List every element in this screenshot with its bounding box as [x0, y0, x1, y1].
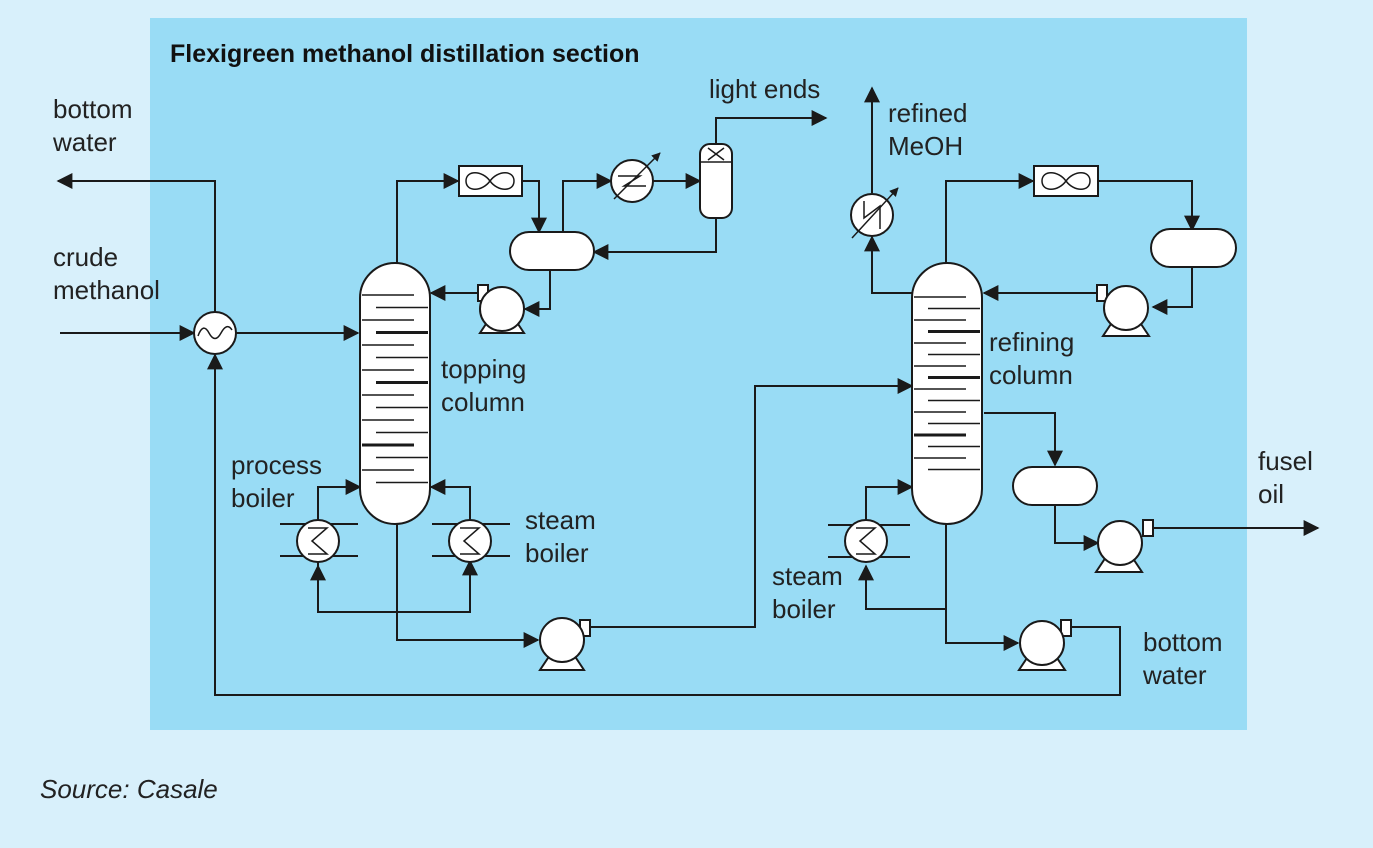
- topping-bottoms-line: [396, 524, 540, 648]
- bottom-water-return-line: [207, 353, 1121, 696]
- topping-bottoms-pump: [538, 617, 591, 671]
- steam-boiler-return-line: [429, 479, 471, 521]
- topping-column: [359, 262, 431, 525]
- refining-drum-to-pump-line: [1151, 266, 1193, 315]
- refining-reboiler-return-line: [865, 479, 914, 521]
- refined-meoh-draw-line: [864, 235, 912, 294]
- fusel-to-pump-line: [1054, 506, 1100, 551]
- label-steam-boiler-topping: steam boiler: [525, 505, 603, 568]
- light-ends-line: [715, 110, 828, 144]
- refining-condenser-to-drum-line: [1098, 180, 1200, 232]
- condenser-to-drum-line: [522, 180, 547, 234]
- refining-reflux-pump: [1096, 284, 1151, 337]
- refining-reflux-drum: [1150, 228, 1237, 268]
- label-bottom-water-right: bottom water: [1142, 627, 1230, 690]
- label-light-ends: light ends: [709, 74, 820, 104]
- label-fusel-oil: fusel oil: [1258, 446, 1320, 509]
- refining-column: [911, 262, 983, 525]
- refining-bottoms-pump: [1017, 619, 1072, 671]
- light-ends-cooler: [610, 152, 661, 203]
- refining-steam-boiler: [828, 519, 910, 563]
- diagram-panel: [150, 18, 1247, 730]
- process-boiler-return-line: [317, 479, 362, 521]
- label-crude-methanol: crude methanol: [53, 242, 160, 305]
- process-lines: [56, 86, 1320, 696]
- topping-overhead-line: [396, 173, 460, 263]
- refining-bottoms-line: [945, 609, 1020, 651]
- refined-meoh-cooler: [850, 187, 899, 239]
- drum-to-pump-line: [523, 270, 551, 317]
- light-ends-scrubber: [699, 143, 733, 219]
- bottom-water-left-line: [56, 173, 216, 315]
- fusel-oil-drum: [1012, 466, 1098, 506]
- topping-air-condenser: [458, 165, 523, 197]
- label-refined-meoh: refined MeOH: [888, 98, 975, 161]
- fusel-oil-pump: [1094, 519, 1154, 573]
- refining-overhead-line: [945, 173, 1035, 263]
- diagram-title: Flexigreen methanol distillation section: [170, 40, 640, 68]
- drum-vapour-line: [562, 173, 613, 232]
- feed-to-refining-line: [590, 378, 914, 628]
- fusel-draw-line: [984, 412, 1063, 467]
- label-process-boiler: process boiler: [231, 450, 329, 513]
- feed-exchanger: [193, 311, 237, 355]
- process-boiler: [280, 519, 358, 563]
- refining-reboiler-feed-line: [858, 524, 947, 610]
- label-topping-column: topping column: [441, 354, 534, 417]
- topping-steam-boiler: [432, 519, 510, 563]
- scrubber-return-line: [592, 218, 717, 260]
- source-caption: Source: Casale: [40, 774, 218, 804]
- topping-reflux-drum: [509, 231, 595, 271]
- label-refining-column: refining column: [989, 327, 1082, 390]
- refining-air-condenser: [1033, 165, 1099, 197]
- label-bottom-water-left: bottom water: [52, 94, 140, 157]
- label-steam-boiler-refining: steam boiler: [772, 561, 850, 624]
- topping-reflux-pump: [477, 284, 526, 334]
